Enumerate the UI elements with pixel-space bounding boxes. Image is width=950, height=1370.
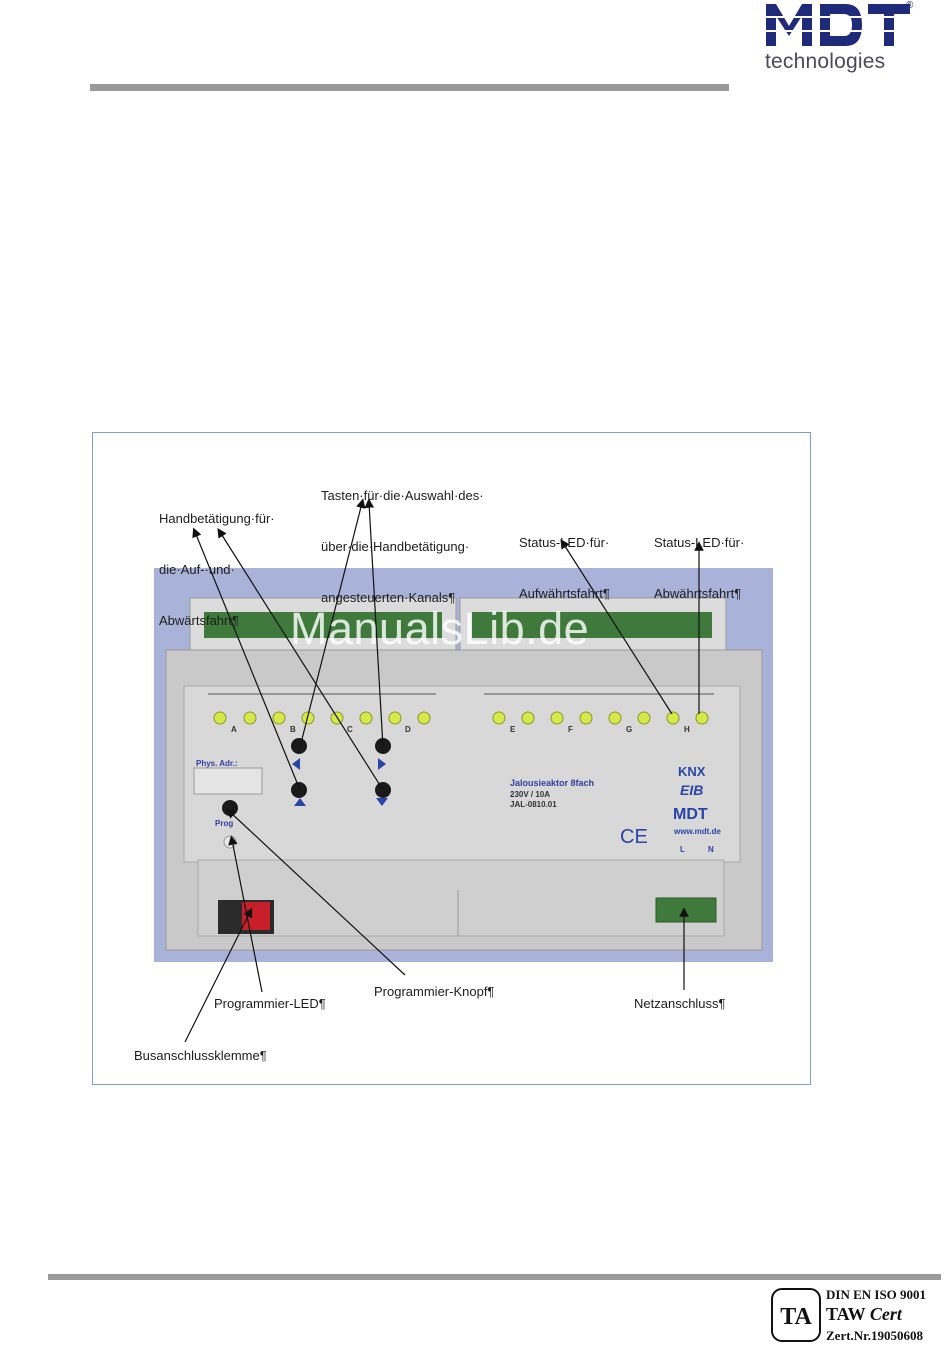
brand-subtitle: technologies	[765, 50, 886, 73]
channel-label-e: E	[510, 725, 516, 734]
prog-label: Prog	[215, 819, 234, 828]
callout-status-ab-line2: Abwährtsfahrt¶	[654, 586, 742, 601]
knx-logo: KNX	[678, 764, 706, 779]
callout-programmier-knopf: Programmier-Knopf¶	[374, 984, 495, 999]
channel-label-b: B	[290, 725, 296, 734]
cert-org: TAW Cert	[826, 1304, 902, 1325]
channel-label-d: D	[405, 725, 411, 734]
callout-handbetaetigung-line1: Handbetätigung·für·	[159, 511, 275, 526]
callout-tasten: Tasten·für·die·Auswahl·des· über·die·Han…	[321, 453, 484, 623]
footer-rule	[48, 1274, 941, 1280]
callout-programmier-led: Programmier-LED¶	[214, 996, 326, 1011]
channel-label-g: G	[626, 725, 633, 734]
callout-netzanschluss: Netzanschluss¶	[634, 996, 726, 1011]
callout-tasten-line2: über·die·Handbetätigung·	[321, 539, 470, 554]
channel-label-c: C	[347, 725, 353, 734]
callout-tasten-line3: angesteuerten·Kanals¶	[321, 590, 456, 605]
callout-status-auf: Status-LED·für· Aufwährtsfahrt¶	[519, 500, 610, 619]
callout-busanschluss: Busanschlussklemme¶	[134, 1048, 267, 1063]
product-code: JAL-0810.01	[510, 800, 557, 809]
channel-label-f: F	[568, 725, 573, 734]
product-title: Jalousieaktor 8fach	[510, 778, 595, 788]
callout-handbetaetigung-line3: Abwärtsfahrt¶	[159, 613, 239, 628]
device-illustration	[165, 597, 763, 951]
figure-frame	[92, 432, 811, 1085]
ce-mark: CE	[620, 826, 648, 848]
taw-cert-logo: TA	[771, 1288, 821, 1342]
registered-mark: ®	[906, 0, 914, 11]
phys-adr-label: Phys. Adr.:	[196, 759, 238, 768]
product-rating: 230V / 10A	[510, 790, 551, 799]
callout-handbetaetigung: Handbetätigung·für· die·Auf-·und· Abwärt…	[159, 476, 275, 646]
cert-org-cert: Cert	[869, 1304, 902, 1324]
callout-status-auf-line1: Status-LED·für·	[519, 535, 610, 550]
channel-label-h: H	[684, 725, 690, 734]
header-rule	[90, 84, 729, 91]
svg-text:TA: TA	[780, 1304, 812, 1330]
eib-logo: EIB	[680, 782, 704, 798]
cert-number: Zert.Nr.19050608	[826, 1328, 924, 1343]
cert-org-taw: TAW	[826, 1304, 866, 1324]
device-website: www.mdt.de	[674, 827, 721, 836]
mdt-logo	[764, 4, 914, 46]
device-mdt-logo: MDT	[673, 806, 708, 823]
channel-label-a: A	[231, 725, 237, 734]
callout-handbetaetigung-line2: die·Auf-·und·	[159, 562, 235, 577]
callout-status-ab-line1: Status-LED·für·	[654, 535, 745, 550]
callout-status-ab: Status-LED·für· Abwährtsfahrt¶	[654, 500, 744, 619]
terminal-l-label: L	[680, 845, 685, 854]
callout-tasten-line1: Tasten·für·die·Auswahl·des·	[321, 488, 484, 503]
watermark: ManualsLib.de	[290, 603, 590, 654]
cert-standard: DIN EN ISO 9001	[826, 1287, 927, 1302]
callout-status-auf-line2: Aufwährtsfahrt¶	[519, 586, 610, 601]
terminal-n-label: N	[708, 845, 714, 854]
